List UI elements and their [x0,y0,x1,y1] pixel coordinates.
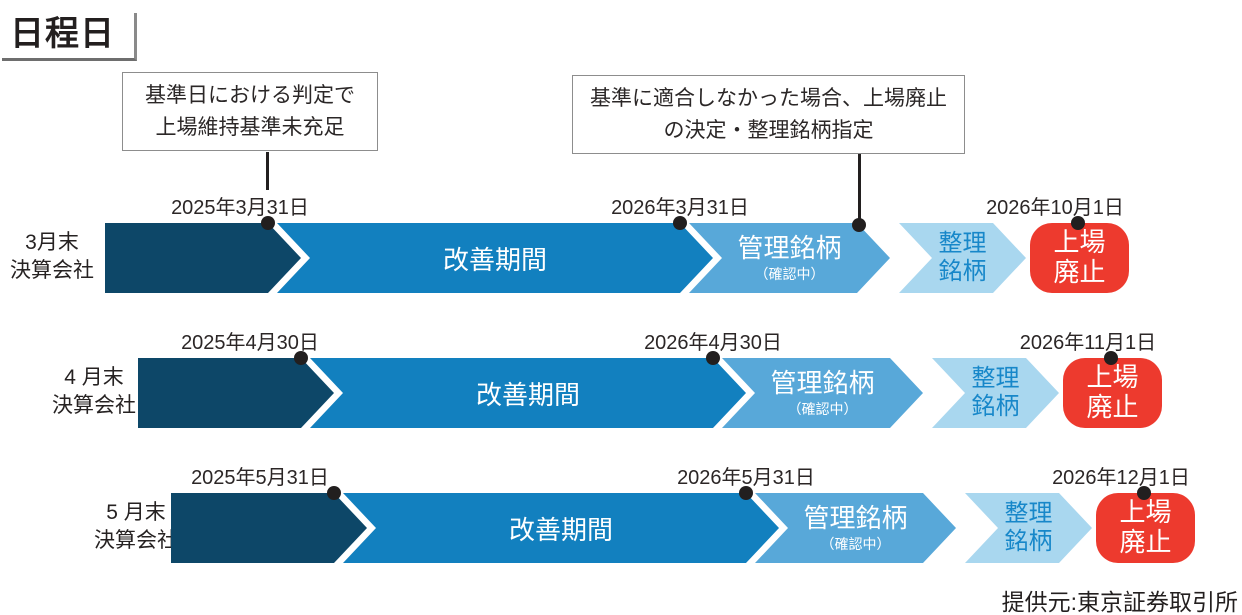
date-label-start: 2025年5月31日 [191,467,329,489]
source-credit: 提供元:東京証券取引所 [1001,589,1238,615]
delisting-label: 廃止 [1053,257,1106,287]
date-label-mid: 2026年4月30日 [644,332,782,354]
timeline-dot-end [1137,486,1151,500]
segment-label: 改善期間 [508,514,613,545]
row-label: 3月末 決算会社 [2,229,102,284]
timeline-dot-start [294,351,308,365]
row-label-line: 決算会社 [52,393,136,417]
date-label-end: 2026年10月1日 [986,197,1124,219]
callout-connector-line [266,152,269,190]
delisting-label: 上場 [1053,227,1106,258]
row-label-line: 決算会社 [10,258,94,282]
segment-liquidation-issue: 整理 銘柄 [932,358,1059,428]
date-label-mid: 2026年5月31日 [677,467,815,489]
segment-sublabel: （確認中） [820,535,891,552]
connector-dot [852,218,866,232]
date-label-start: 2025年3月31日 [171,197,309,219]
delisting-badge: 上場 廃止 [1030,223,1129,293]
timeline-dot-start [261,216,275,230]
delisting-label: 廃止 [1119,527,1172,557]
segment-label: 管理銘柄 [803,503,908,533]
segment-improvement-period: 改善期間 [277,223,713,293]
date-label-mid: 2026年3月31日 [611,197,749,219]
timeline-dot-mid [739,486,753,500]
segment-improvement-period: 改善期間 [343,493,779,563]
callout-connector-line [858,152,861,219]
timeline-dot-end [1071,216,1085,230]
row-label-line: 3月末 [25,231,79,254]
timeline-dot-end [1104,351,1118,365]
segment-pre-period [171,493,367,563]
segment-pre-period [138,358,334,428]
callout-text-line: 基準に適合しなかった場合、上場廃止 [590,87,947,110]
date-label-end: 2026年11月1日 [1019,332,1157,354]
callout-text-line: 上場維持基準未充足 [155,115,345,139]
segment-managed-issue: 管理銘柄 （確認中） [755,493,956,563]
row-label: 5 月末 決算会社 [86,499,186,554]
segment-sublabel: （確認中） [787,400,858,417]
timeline-dot-start [327,486,341,500]
segment-label: 整理 [938,230,987,258]
segment-liquidation-issue: 整理 銘柄 [965,493,1092,563]
delisting-label: 上場 [1086,362,1139,393]
segment-label: 銘柄 [1004,528,1053,555]
delisting-label: 廃止 [1086,392,1139,422]
page-title: 日程日 [10,15,115,53]
segment-label: 整理 [971,365,1020,393]
timeline-row-april: 4 月末 決算会社 改善期間 管理銘柄 （確認中） 整理 銘柄 上場 廃止 20… [0,332,1242,428]
segment-label: 銘柄 [971,393,1020,420]
segment-label: 整理 [1004,500,1053,528]
callout-text-line: の決定・整理銘柄指定 [663,118,874,142]
timeline-row-may: 5 月末 決算会社 改善期間 管理銘柄 （確認中） 整理 銘柄 上場 廃止 20… [0,467,1242,563]
date-label-end: 2026年12月1日 [1052,467,1190,489]
segment-managed-issue: 管理銘柄 （確認中） [689,223,890,293]
callout-text-line: 基準日における判定で [145,84,355,107]
segment-label: 改善期間 [475,379,580,410]
row-label: 4 月末 決算会社 [44,364,144,419]
row-label-line: 5 月末 [106,501,166,524]
timeline-dot-mid [673,216,687,230]
row-label-line: 決算会社 [94,528,178,552]
delisting-badge: 上場 廃止 [1063,358,1162,428]
callout-box-criteria-unmet: 基準日における判定で 上場維持基準未充足 [122,72,378,151]
segment-improvement-period: 改善期間 [310,358,746,428]
date-label-start: 2025年4月30日 [181,332,319,354]
segment-label: 管理銘柄 [770,368,875,398]
segment-managed-issue: 管理銘柄 （確認中） [722,358,923,428]
row-label-line: 4 月末 [64,366,124,389]
delisting-badge: 上場 廃止 [1096,493,1195,563]
segment-label: 改善期間 [442,244,547,275]
segment-liquidation-issue: 整理 銘柄 [899,223,1026,293]
segment-label: 銘柄 [938,258,987,285]
timeline-row-march: 3月末 決算会社 改善期間 管理銘柄 （確認中） 整理 銘柄 上場 廃止 202… [0,197,1242,293]
segment-pre-period [105,223,301,293]
segment-sublabel: （確認中） [754,265,825,282]
timeline-dot-mid [706,351,720,365]
callout-box-delisting-decision: 基準に適合しなかった場合、上場廃止 の決定・整理銘柄指定 [572,75,965,154]
segment-label: 管理銘柄 [737,233,842,263]
title-frame [2,13,137,61]
delisting-label: 上場 [1119,497,1172,528]
